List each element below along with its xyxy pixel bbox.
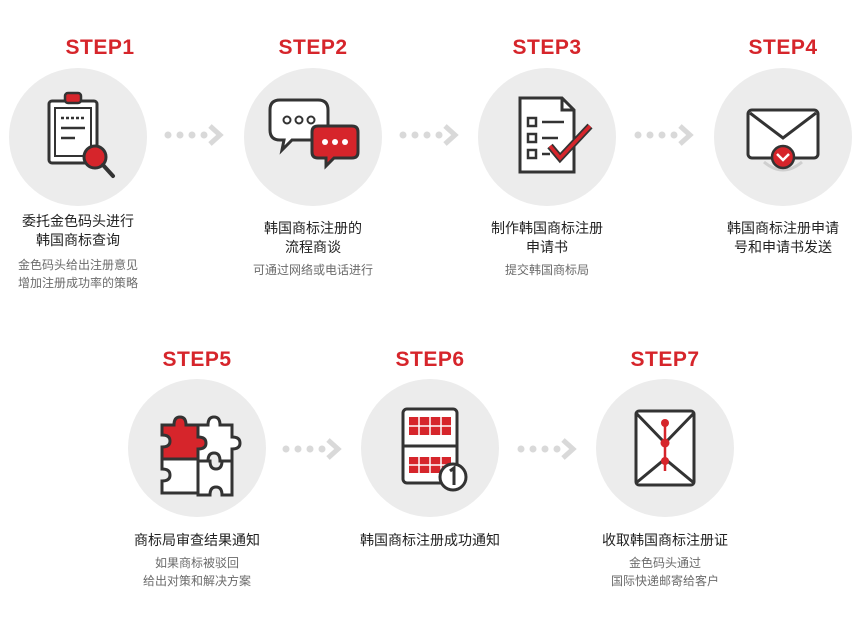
clipboard-search-icon [47,91,115,178]
icon-circle [128,379,266,517]
step-4: STEP4 韩国商标注册申请 号和申请书发送 [683,0,860,300]
arrow-icon [164,124,224,146]
step-desc: 金色码头给出注册意见 增加注册成功率的策略 [17,258,138,290]
step-label: STEP1 [65,36,135,59]
step-label: STEP5 [162,348,232,371]
calendar-icon [401,407,468,492]
step-6: STEP6 韩国商标注册成功通知 [330,312,530,612]
step-desc: 金色码头通过 国际快递邮寄给客户 [610,556,719,588]
icon-circle [9,68,147,206]
sealed-envelope-icon [634,409,696,487]
icon-circle [714,68,852,206]
step-desc: 如果商标被驳回 给出对策和解决方案 [142,556,251,588]
document-check-icon [518,96,593,174]
step-label: STEP7 [630,348,700,371]
arrow-icon [282,438,342,460]
step-2: STEP2 韩国商标注册的 流程商谈 可通过网络或电话进行 [213,0,413,300]
icon-circle [244,68,382,206]
step-1: STEP1 委托金色码头进行 韩国商标查询 金色码头给出注册意见 增加注册成功率… [0,0,200,300]
step-desc: 提交韩国商标局 [504,263,589,277]
step-title: 商标局审查结果通知 [134,533,260,549]
step-title: 韩国商标注册申请 号和申请书发送 [727,221,839,256]
step-label: STEP4 [748,36,818,59]
step-5: STEP5 商标局审查结果通知 如果商标被驳回 给出对策和解决方案 [97,312,297,612]
step-title: 制作韩国商标注册 申请书 [491,221,603,256]
step-title: 韩国商标注册成功通知 [360,533,500,549]
step-7: STEP7 收取韩国商标注册证 金色码头通过 国际快递邮寄给客户 [565,312,765,612]
arrow-icon [399,124,459,146]
step-desc: 可通过网络或电话进行 [252,263,373,277]
icon-circle [361,379,499,517]
icon-circle [478,68,616,206]
arrow-icon [634,124,694,146]
step-3: STEP3 制作韩国商标注册 申请书 提交韩国商标局 [447,0,647,300]
step-label: STEP6 [395,348,465,371]
chat-bubbles-icon [268,98,360,170]
step-title: 韩国商标注册的 流程商谈 [264,221,362,256]
step-label: STEP2 [278,36,348,59]
arrow-icon [517,438,577,460]
step-label: STEP3 [512,36,582,59]
step-title: 收取韩国商标注册证 [602,533,728,549]
icon-circle [596,379,734,517]
puzzle-icon [160,415,242,497]
envelope-icon [746,108,820,172]
step-title: 委托金色码头进行 韩国商标查询 [22,214,134,249]
